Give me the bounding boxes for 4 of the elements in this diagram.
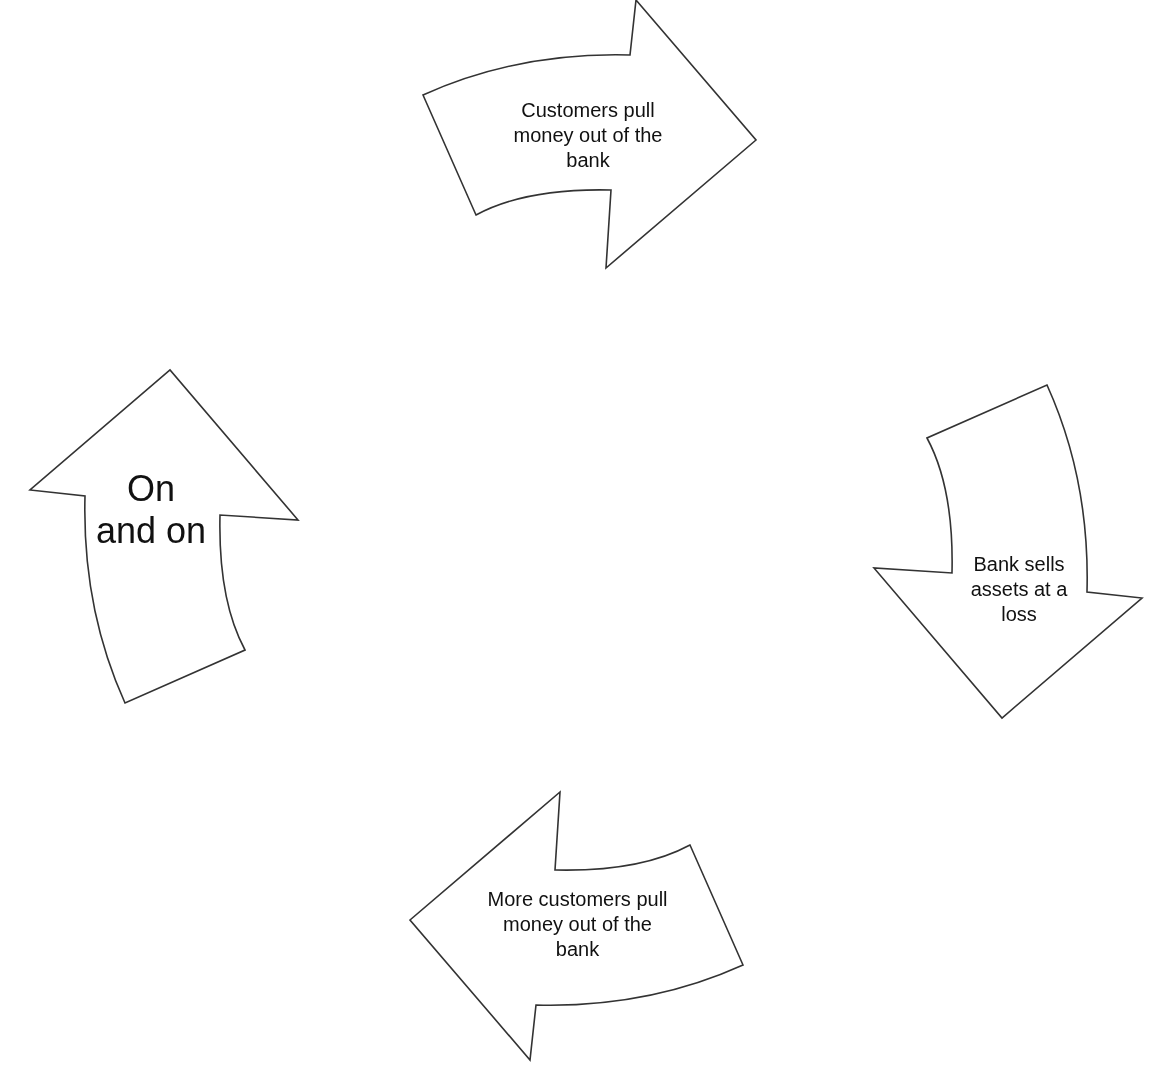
arrow-label: Customers pull money out of the bank [512,98,664,173]
arrow-label: More customers pull money out of the bank [486,887,669,962]
arrow-label: Bank sells assets at a loss [969,552,1069,627]
arrow-label: On and on [94,468,208,552]
